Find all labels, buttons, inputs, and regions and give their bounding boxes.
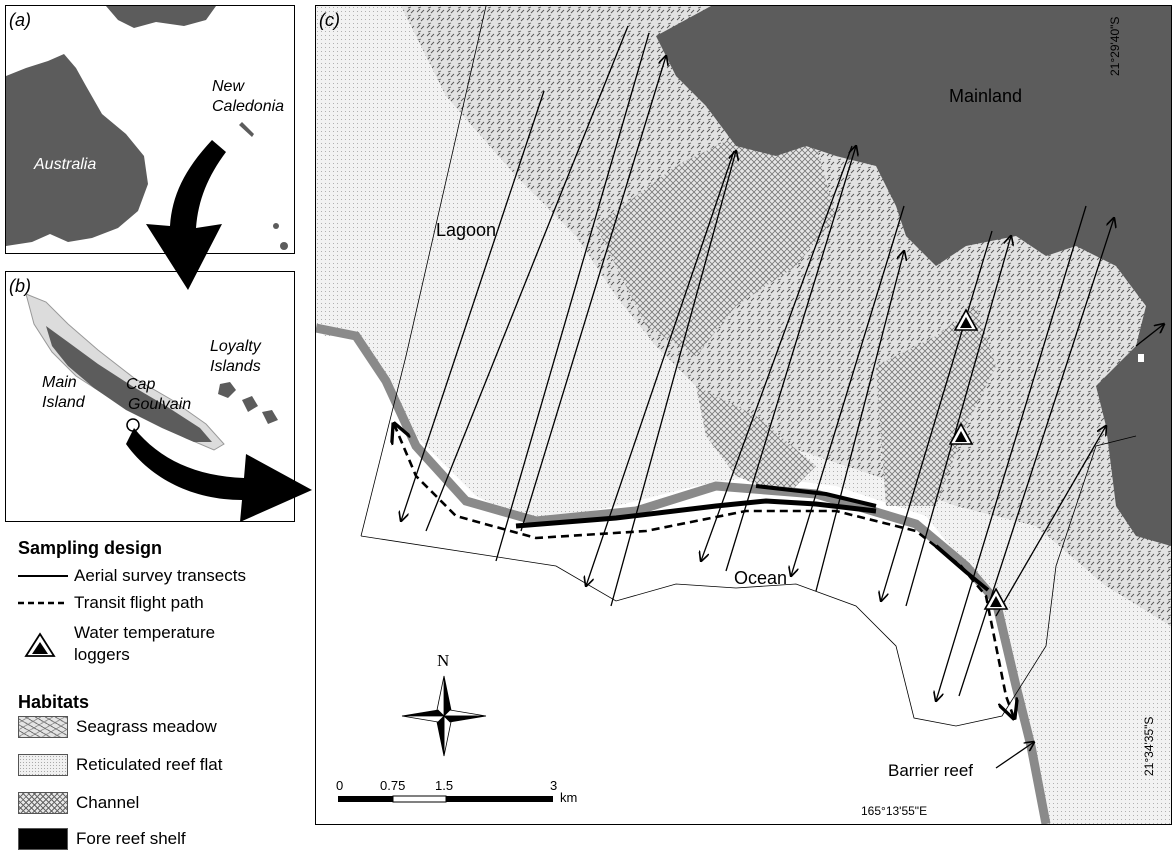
legend-loggers-label-2: loggers: [74, 645, 130, 664]
scale-tick-15: 1.5: [435, 778, 454, 793]
australia-landmass: [6, 54, 148, 246]
scale-unit: km: [560, 790, 578, 805]
channel-area: [596, 136, 836, 356]
small-marker: [1138, 354, 1144, 362]
legend-loggers-label-1: Water temperature: [74, 623, 216, 642]
temperature-logger-icon: [983, 587, 1009, 610]
legend-fore-reef: Fore reef shelf: [18, 828, 186, 850]
dashed-line-symbol: [18, 601, 68, 605]
place-loyalty: Loyalty: [210, 338, 261, 355]
reef-flat-swatch: [18, 754, 68, 776]
lat-label-top: 21°29'40"S: [1108, 16, 1122, 76]
panel-label-a: (a): [9, 10, 31, 30]
lat-label-bottom: 21°34'35"S: [1142, 716, 1156, 776]
arrow-b-to-c: [126, 428, 312, 522]
scale-tick-075: 0.75: [380, 778, 406, 793]
place-lagoon: Lagoon: [436, 220, 497, 240]
legend-habitats-title: Habitats: [18, 692, 90, 712]
legend-transects-label: Aerial survey transects: [74, 566, 246, 585]
seagrass-swatch: [18, 716, 68, 738]
scale-bar: [338, 795, 553, 803]
transit-flight-path: [394, 424, 1014, 718]
place-islands: Islands: [210, 358, 261, 375]
main-map-c: (c) Mainland Lagoon Ocean Barrier reef N…: [315, 5, 1172, 825]
legend-fore-reef-label: Fore reef shelf: [76, 829, 186, 848]
lon-label: 165°13'55"E: [861, 804, 928, 818]
fore-reef-swatch: [18, 828, 68, 850]
legend-transit-label: Transit flight path: [74, 593, 204, 612]
scale-tick-3: 3: [550, 778, 558, 793]
inset-map-a: (a) New Caledonia Australia: [5, 5, 295, 254]
legend-transects: Aerial survey transects: [18, 566, 246, 586]
main-map-svg: [316, 6, 1171, 824]
island-dot: [280, 242, 288, 250]
place-goulvain: Goulvain: [128, 396, 192, 413]
place-island: Island: [42, 394, 85, 411]
connector-arrows: [126, 140, 312, 522]
north-label: N: [437, 651, 450, 670]
place-mainland: Mainland: [949, 86, 1023, 106]
channel-swatch: [18, 792, 68, 814]
top-landmass: [106, 6, 216, 28]
legend-seagrass-label: Seagrass meadow: [76, 717, 217, 736]
place-cap: Cap: [126, 376, 156, 393]
loyalty-island: [218, 382, 236, 398]
main-island-reef: [25, 293, 225, 451]
legend-loggers: Water temperature loggers: [18, 622, 215, 666]
inset-map-b-svg: [25, 293, 278, 451]
place-australia: Australia: [34, 156, 97, 173]
legend-seagrass: Seagrass meadow: [18, 716, 217, 738]
island-dot: [273, 223, 279, 229]
panel-label-c: (c): [319, 10, 340, 30]
panel-label-b: (b): [9, 276, 31, 296]
scale-tick-0: 0: [336, 778, 344, 793]
legend-sampling-title: Sampling design: [18, 538, 163, 558]
logger-triangle-icon: [24, 632, 56, 657]
solid-line-symbol: [18, 575, 68, 577]
loyalty-island: [262, 410, 278, 424]
new-caledonia-island: [239, 122, 254, 137]
north-arrow-icon: [401, 675, 487, 757]
legend-reef-flat-label: Reticulated reef flat: [76, 755, 223, 774]
place-barrier-reef: Barrier reef: [888, 761, 974, 780]
barrier-reef-pointer: [995, 742, 1034, 769]
legend-reef-flat: Reticulated reef flat: [18, 754, 222, 776]
loyalty-island: [242, 396, 258, 412]
legend-channel: Channel: [18, 792, 139, 814]
temperature-logger-icon: [948, 422, 974, 445]
transect-line: [1135, 324, 1164, 347]
inset-map-a-svg: [6, 6, 288, 250]
legend: Sampling design Aerial survey transects …: [0, 530, 300, 857]
place-new: New: [212, 78, 245, 95]
place-caledonia: Caledonia: [212, 98, 285, 115]
place-ocean: Ocean: [734, 568, 788, 588]
temperature-logger-icon: [953, 308, 979, 331]
mainland: [656, 6, 1171, 546]
legend-transit: Transit flight path: [18, 593, 204, 613]
main-island: [46, 326, 212, 442]
legend-channel-label: Channel: [76, 793, 140, 812]
arrow-a-to-b: [146, 140, 226, 290]
place-main: Main: [42, 374, 77, 391]
